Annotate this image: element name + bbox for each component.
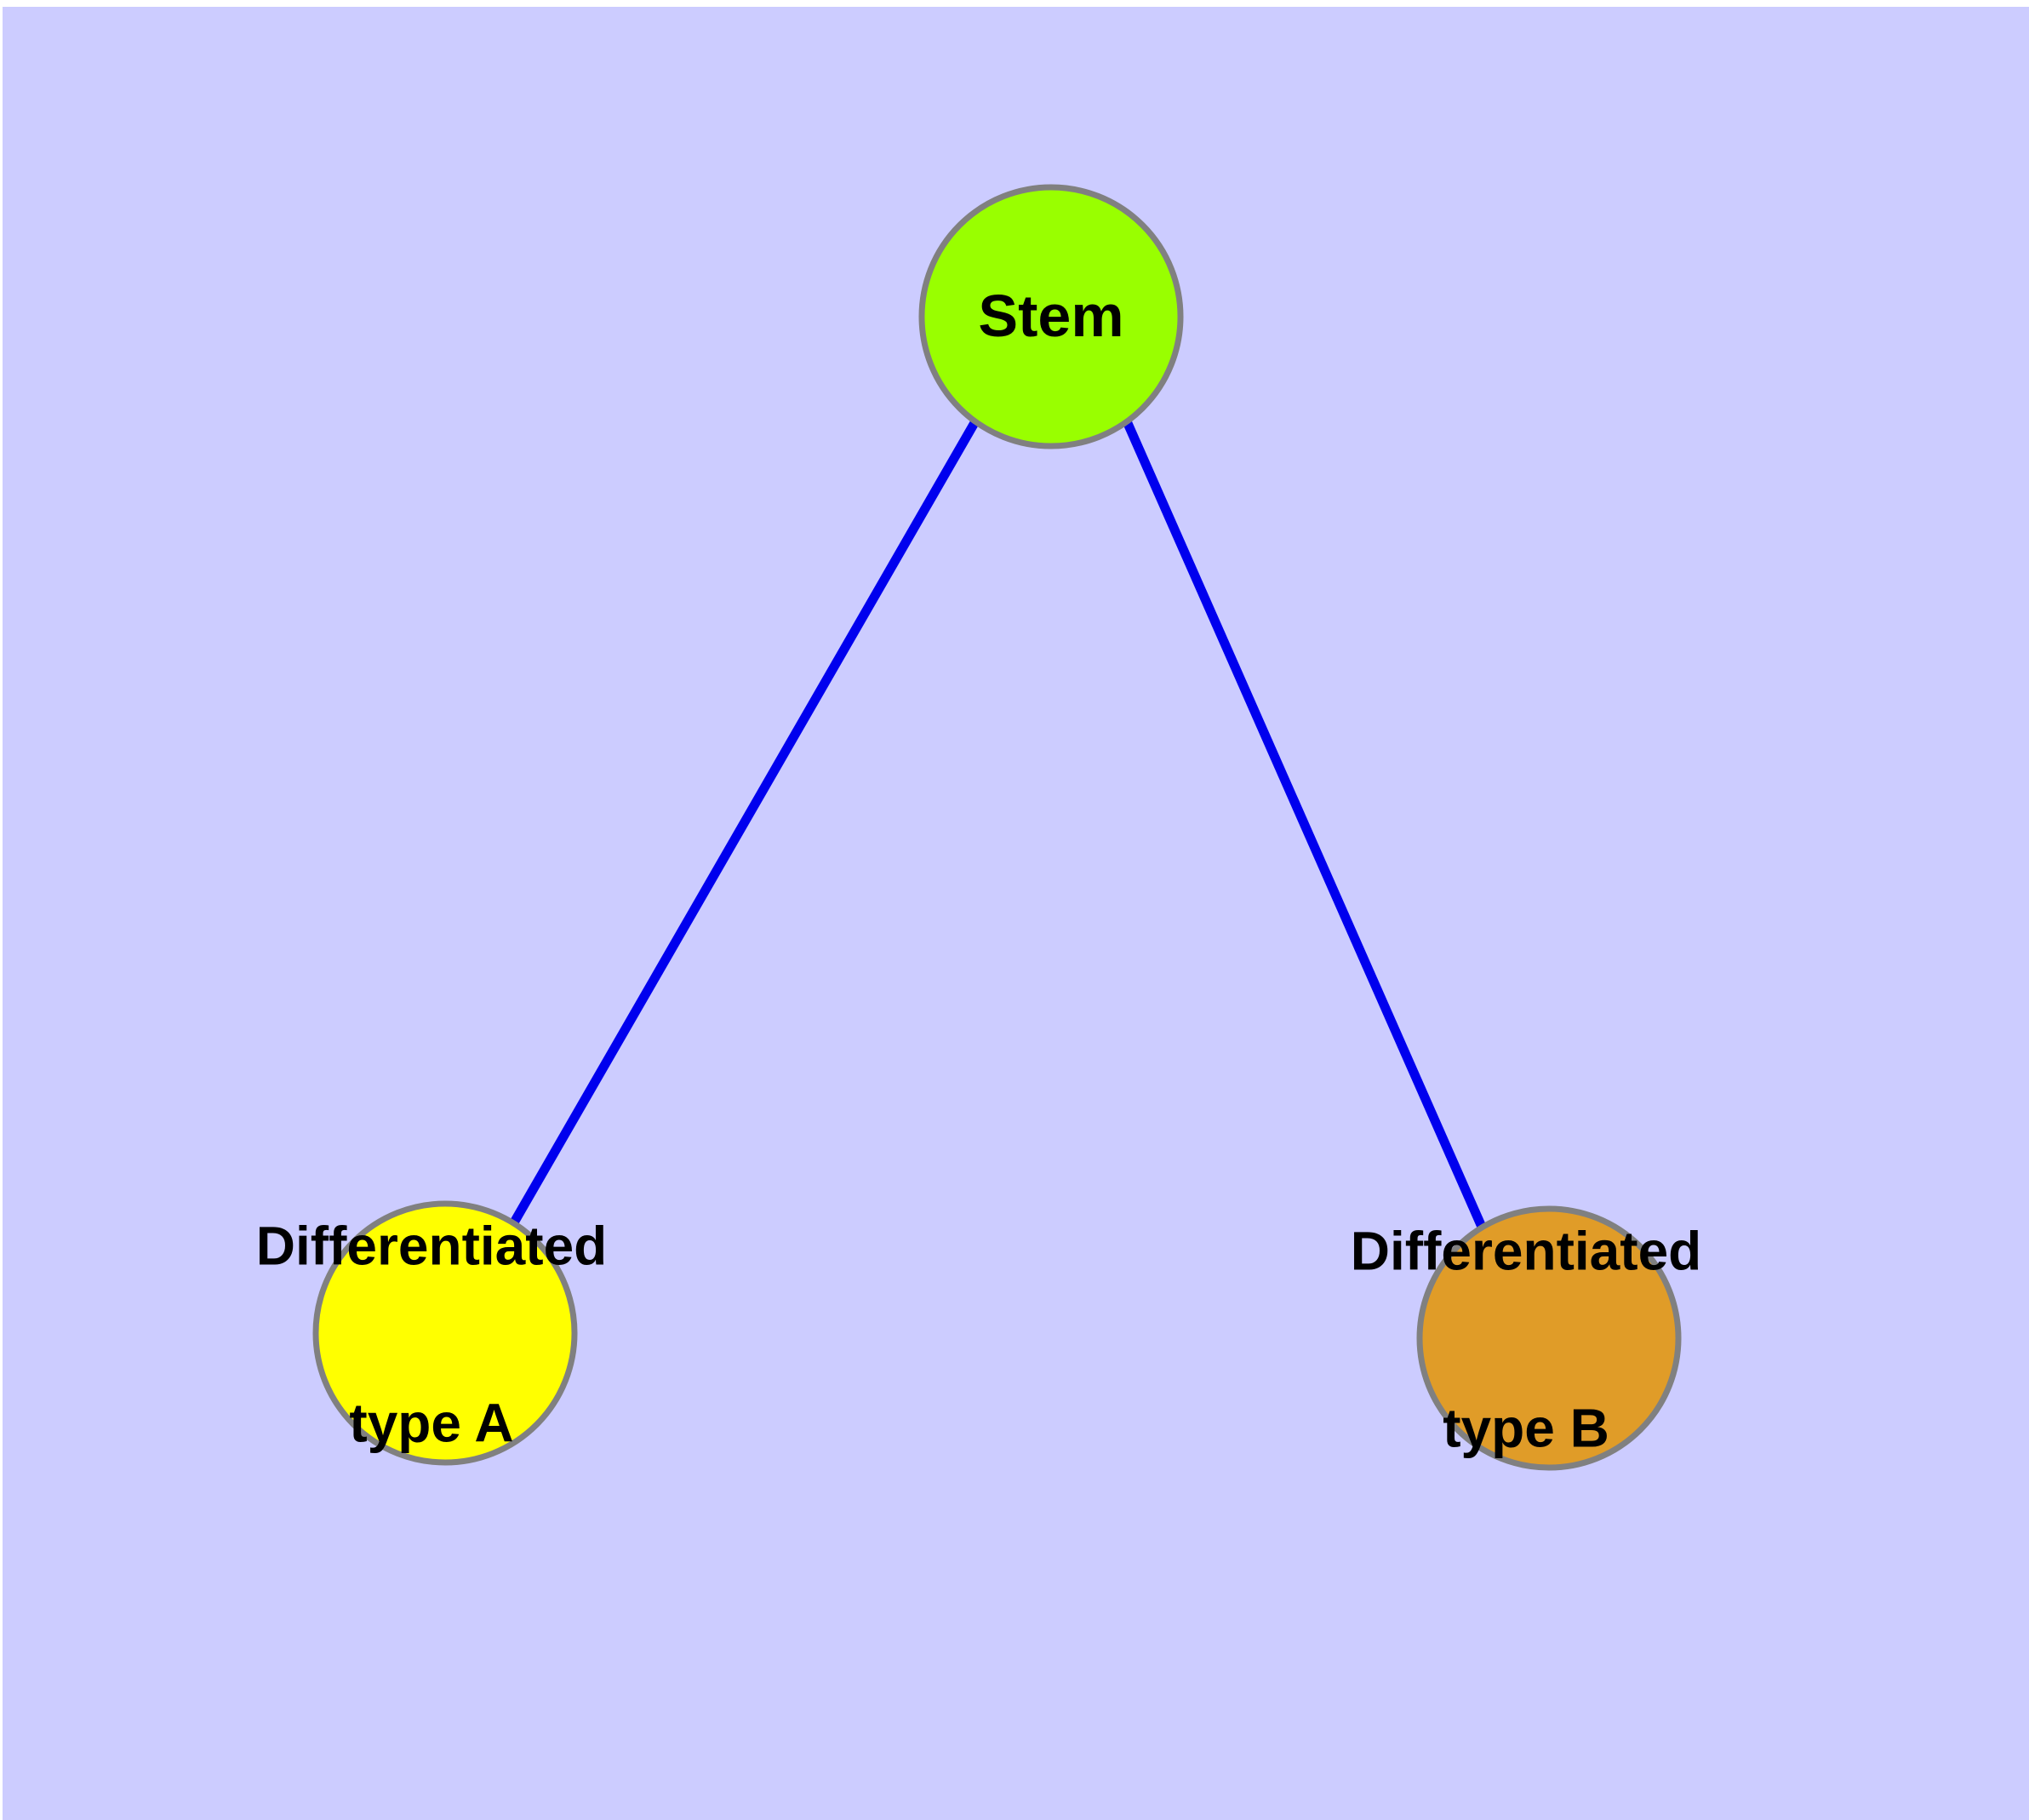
node-differentiated-type-b[interactable] [1416, 1205, 1682, 1471]
node-stem[interactable] [918, 184, 1184, 449]
node-differentiated-type-a[interactable] [312, 1200, 578, 1466]
edge-stem-to-differentiated-type-b[interactable] [1122, 419, 1489, 1235]
node-layer [312, 184, 1682, 1471]
edge-layer [506, 419, 1489, 1235]
edge-stem-to-differentiated-type-a[interactable] [506, 419, 980, 1231]
